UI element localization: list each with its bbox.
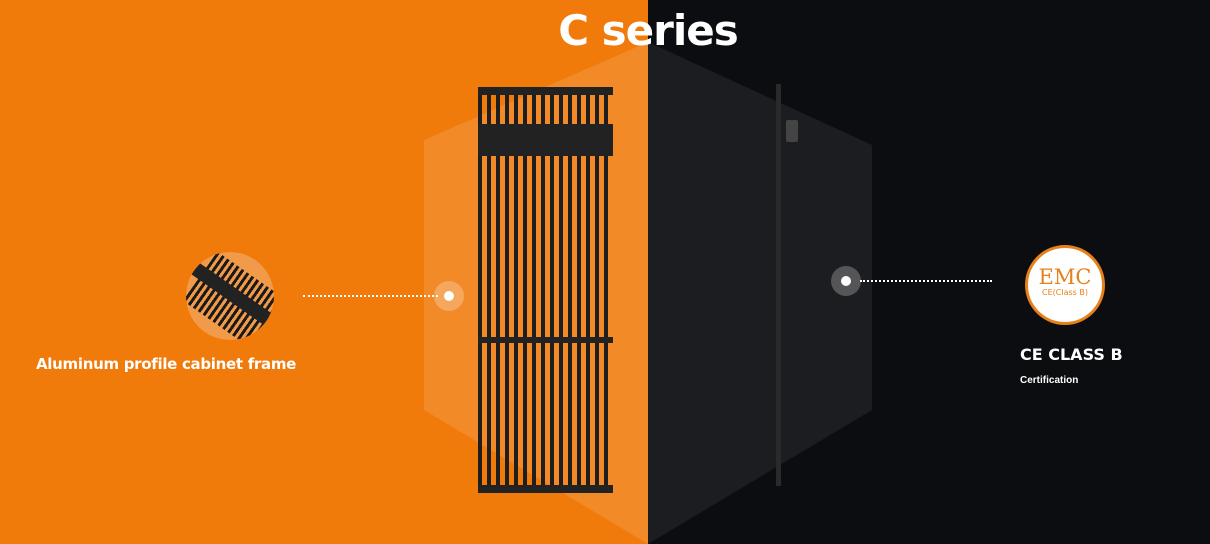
right-connector-line (860, 280, 992, 282)
emc-badge: EMC CE(Class B) (1025, 245, 1105, 325)
panel-control-box (478, 124, 613, 156)
panel-top-rail (478, 87, 613, 95)
frame-thumbnail (186, 252, 274, 340)
panel-connector (786, 120, 798, 142)
led-mesh-panel-side (776, 84, 781, 486)
panel-bottom-rail (478, 485, 613, 493)
ce-class-label: CE CLASS B (1020, 345, 1123, 364)
panel-mid-rail (478, 337, 613, 343)
certification-label: Certification (1020, 375, 1079, 386)
frame-feature-label: Aluminum profile cabinet frame (36, 355, 297, 373)
emc-badge-sub: CE(Class B) (1042, 288, 1088, 297)
right-hotspot[interactable] (831, 266, 861, 296)
left-connector-line (303, 295, 438, 297)
emc-badge-main: EMC (1038, 265, 1092, 289)
left-hotspot[interactable] (434, 281, 464, 311)
section-title: C series (558, 6, 739, 55)
